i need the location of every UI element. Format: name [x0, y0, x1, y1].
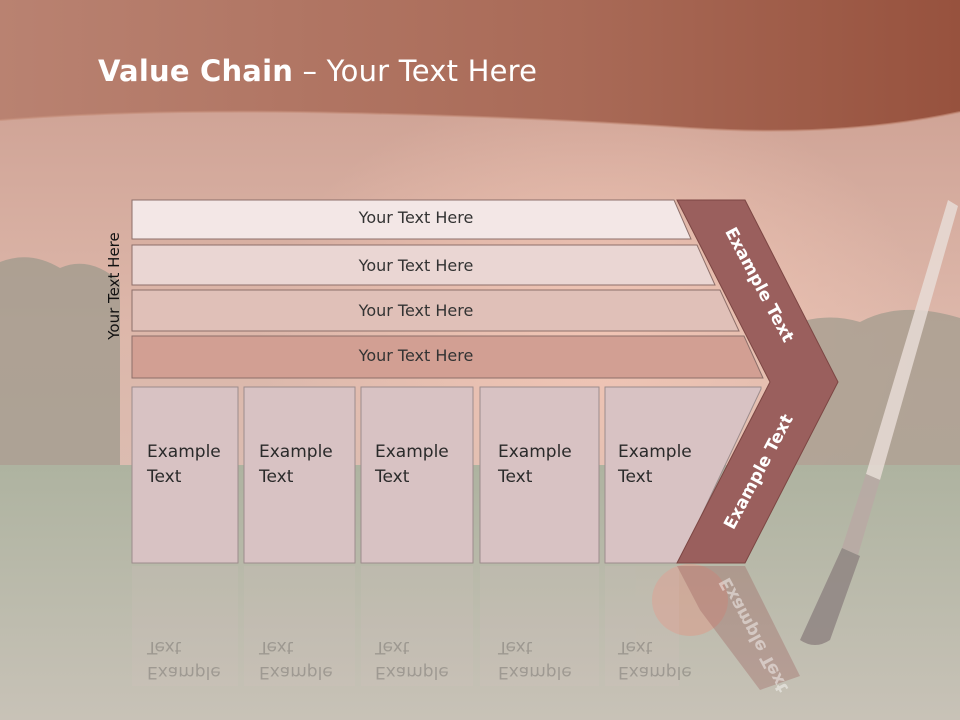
- title-bold: Value Chain: [98, 54, 294, 88]
- reflection-text-5: Example Text: [618, 634, 692, 684]
- reflection-text-1: Example Text: [147, 634, 221, 684]
- column-label-2-line2: Text: [259, 467, 294, 487]
- chevron-arrow: [676, 199, 839, 564]
- row-label-3: Your Text Here: [358, 301, 474, 320]
- reflection-text-3-line1: Example: [375, 662, 449, 682]
- column-label-1-line1: Example: [147, 442, 221, 462]
- row-bar-3: [131, 289, 740, 332]
- column-box-3: [360, 386, 474, 564]
- column-box-4: [479, 386, 600, 564]
- column-box-1: [131, 386, 239, 564]
- reflection-text-1-line2: Text: [147, 637, 182, 657]
- column-label-5-line1: Example: [618, 442, 692, 462]
- chevron-reflection: [677, 566, 800, 690]
- reflection-text-3: Example Text: [375, 634, 449, 684]
- title-rest: – Your Text Here: [293, 54, 538, 88]
- column-box-2: [243, 386, 356, 564]
- column-label-3-line2: Text: [375, 467, 410, 487]
- reflection-group: [132, 566, 679, 686]
- column-label-4-line2: Text: [498, 467, 533, 487]
- column-label-4-line1: Example: [498, 442, 572, 462]
- reflection-text-1-line1: Example: [147, 662, 221, 682]
- row-label-2: Your Text Here: [358, 256, 474, 275]
- row-label-4: Your Text Here: [358, 346, 474, 365]
- reflection-text-4-line1: Example: [498, 662, 572, 682]
- column-label-2-line1: Example: [259, 442, 333, 462]
- reflection-text-4: Example Text: [498, 634, 572, 684]
- column-label-5-line2: Text: [618, 467, 653, 487]
- row-bar-2: [131, 244, 716, 286]
- column-box-5: [604, 386, 762, 564]
- reflection-text-5-line1: Example: [618, 662, 692, 682]
- reflection-text-5-line2: Text: [618, 637, 653, 657]
- reflection-text-3-line2: Text: [375, 637, 410, 657]
- reflection-text-2-line1: Example: [259, 662, 333, 682]
- reflection-text-4-line2: Text: [498, 637, 533, 657]
- row-bar-4: [131, 335, 764, 379]
- reflection-text-2-line2: Text: [259, 637, 294, 657]
- reflection-text-2: Example Text: [259, 634, 333, 684]
- row-label-1: Your Text Here: [358, 208, 474, 227]
- slide-title: Value Chain – Your Text Here: [98, 54, 537, 88]
- column-label-1-line2: Text: [147, 467, 182, 487]
- row-bar-1: [131, 199, 692, 240]
- column-label-3-line1: Example: [375, 442, 449, 462]
